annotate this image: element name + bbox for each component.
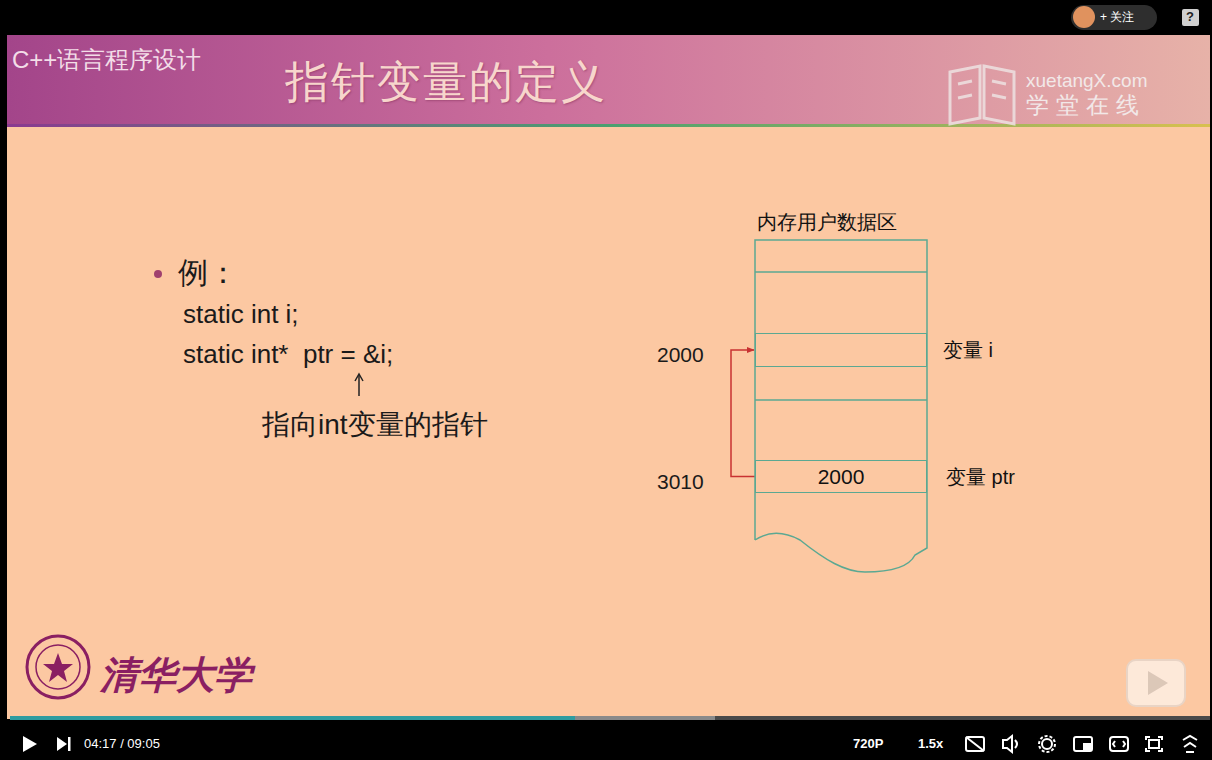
- progress-buffer: [10, 716, 715, 720]
- player-controls: [966, 736, 1197, 752]
- memory-area: 变量 i2000变量 ptr内存用户数据区: [755, 240, 927, 572]
- slide-title: 指针变量的定义: [285, 56, 607, 109]
- memory-outline: [755, 240, 927, 572]
- address-label: 2000: [657, 342, 704, 367]
- variable-name: 变量 i: [943, 338, 993, 362]
- bullet: [154, 270, 162, 278]
- quality-button: 720P: [853, 736, 883, 752]
- follow-button: + 关注: [1100, 10, 1134, 24]
- pointer-arrow: [731, 350, 755, 477]
- overlay-play-button: [1127, 660, 1185, 706]
- header-rule: [7, 124, 1210, 127]
- progress-track: [10, 716, 1210, 720]
- watermark-text: xuetangX.com: [1026, 70, 1147, 93]
- code-line: static int* ptr = &i;: [183, 339, 393, 370]
- progress-played: [10, 716, 575, 720]
- memory-row-line: [755, 271, 927, 273]
- help-icon: [1182, 9, 1199, 26]
- watermark-logo: [950, 66, 1014, 124]
- speed-button: 1.5x: [918, 736, 943, 752]
- university-seal: [27, 636, 89, 698]
- follow-pill: [1071, 5, 1157, 30]
- code-line: static int i;: [183, 299, 299, 330]
- memory-cell: 变量 i: [755, 333, 927, 367]
- memory-cell: 2000变量 ptr: [755, 460, 927, 493]
- cell-value: 2000: [818, 464, 865, 489]
- memory-row-line: [755, 399, 927, 401]
- annotation-text: 指向int变量的指针: [262, 408, 488, 442]
- watermark-text: 学堂在线: [1026, 92, 1146, 120]
- university-name: 清华大学: [100, 653, 252, 699]
- memory-outline: [755, 240, 927, 574]
- address-label: 3010: [657, 469, 704, 494]
- player-controls: [23, 736, 71, 752]
- course-name: C++语言程序设计: [12, 46, 201, 75]
- header-band: [7, 35, 1210, 124]
- time-display: 04:17 / 09:05: [84, 736, 160, 752]
- variable-name: 变量 ptr: [946, 465, 1015, 489]
- area-heading: 内存用户数据区: [757, 210, 897, 234]
- slide-body: [7, 35, 1210, 719]
- annotation-arrow: [355, 374, 363, 396]
- avatar: [1073, 6, 1095, 28]
- example-heading: 例：: [178, 255, 238, 291]
- help-icon-text: ?: [1186, 9, 1194, 25]
